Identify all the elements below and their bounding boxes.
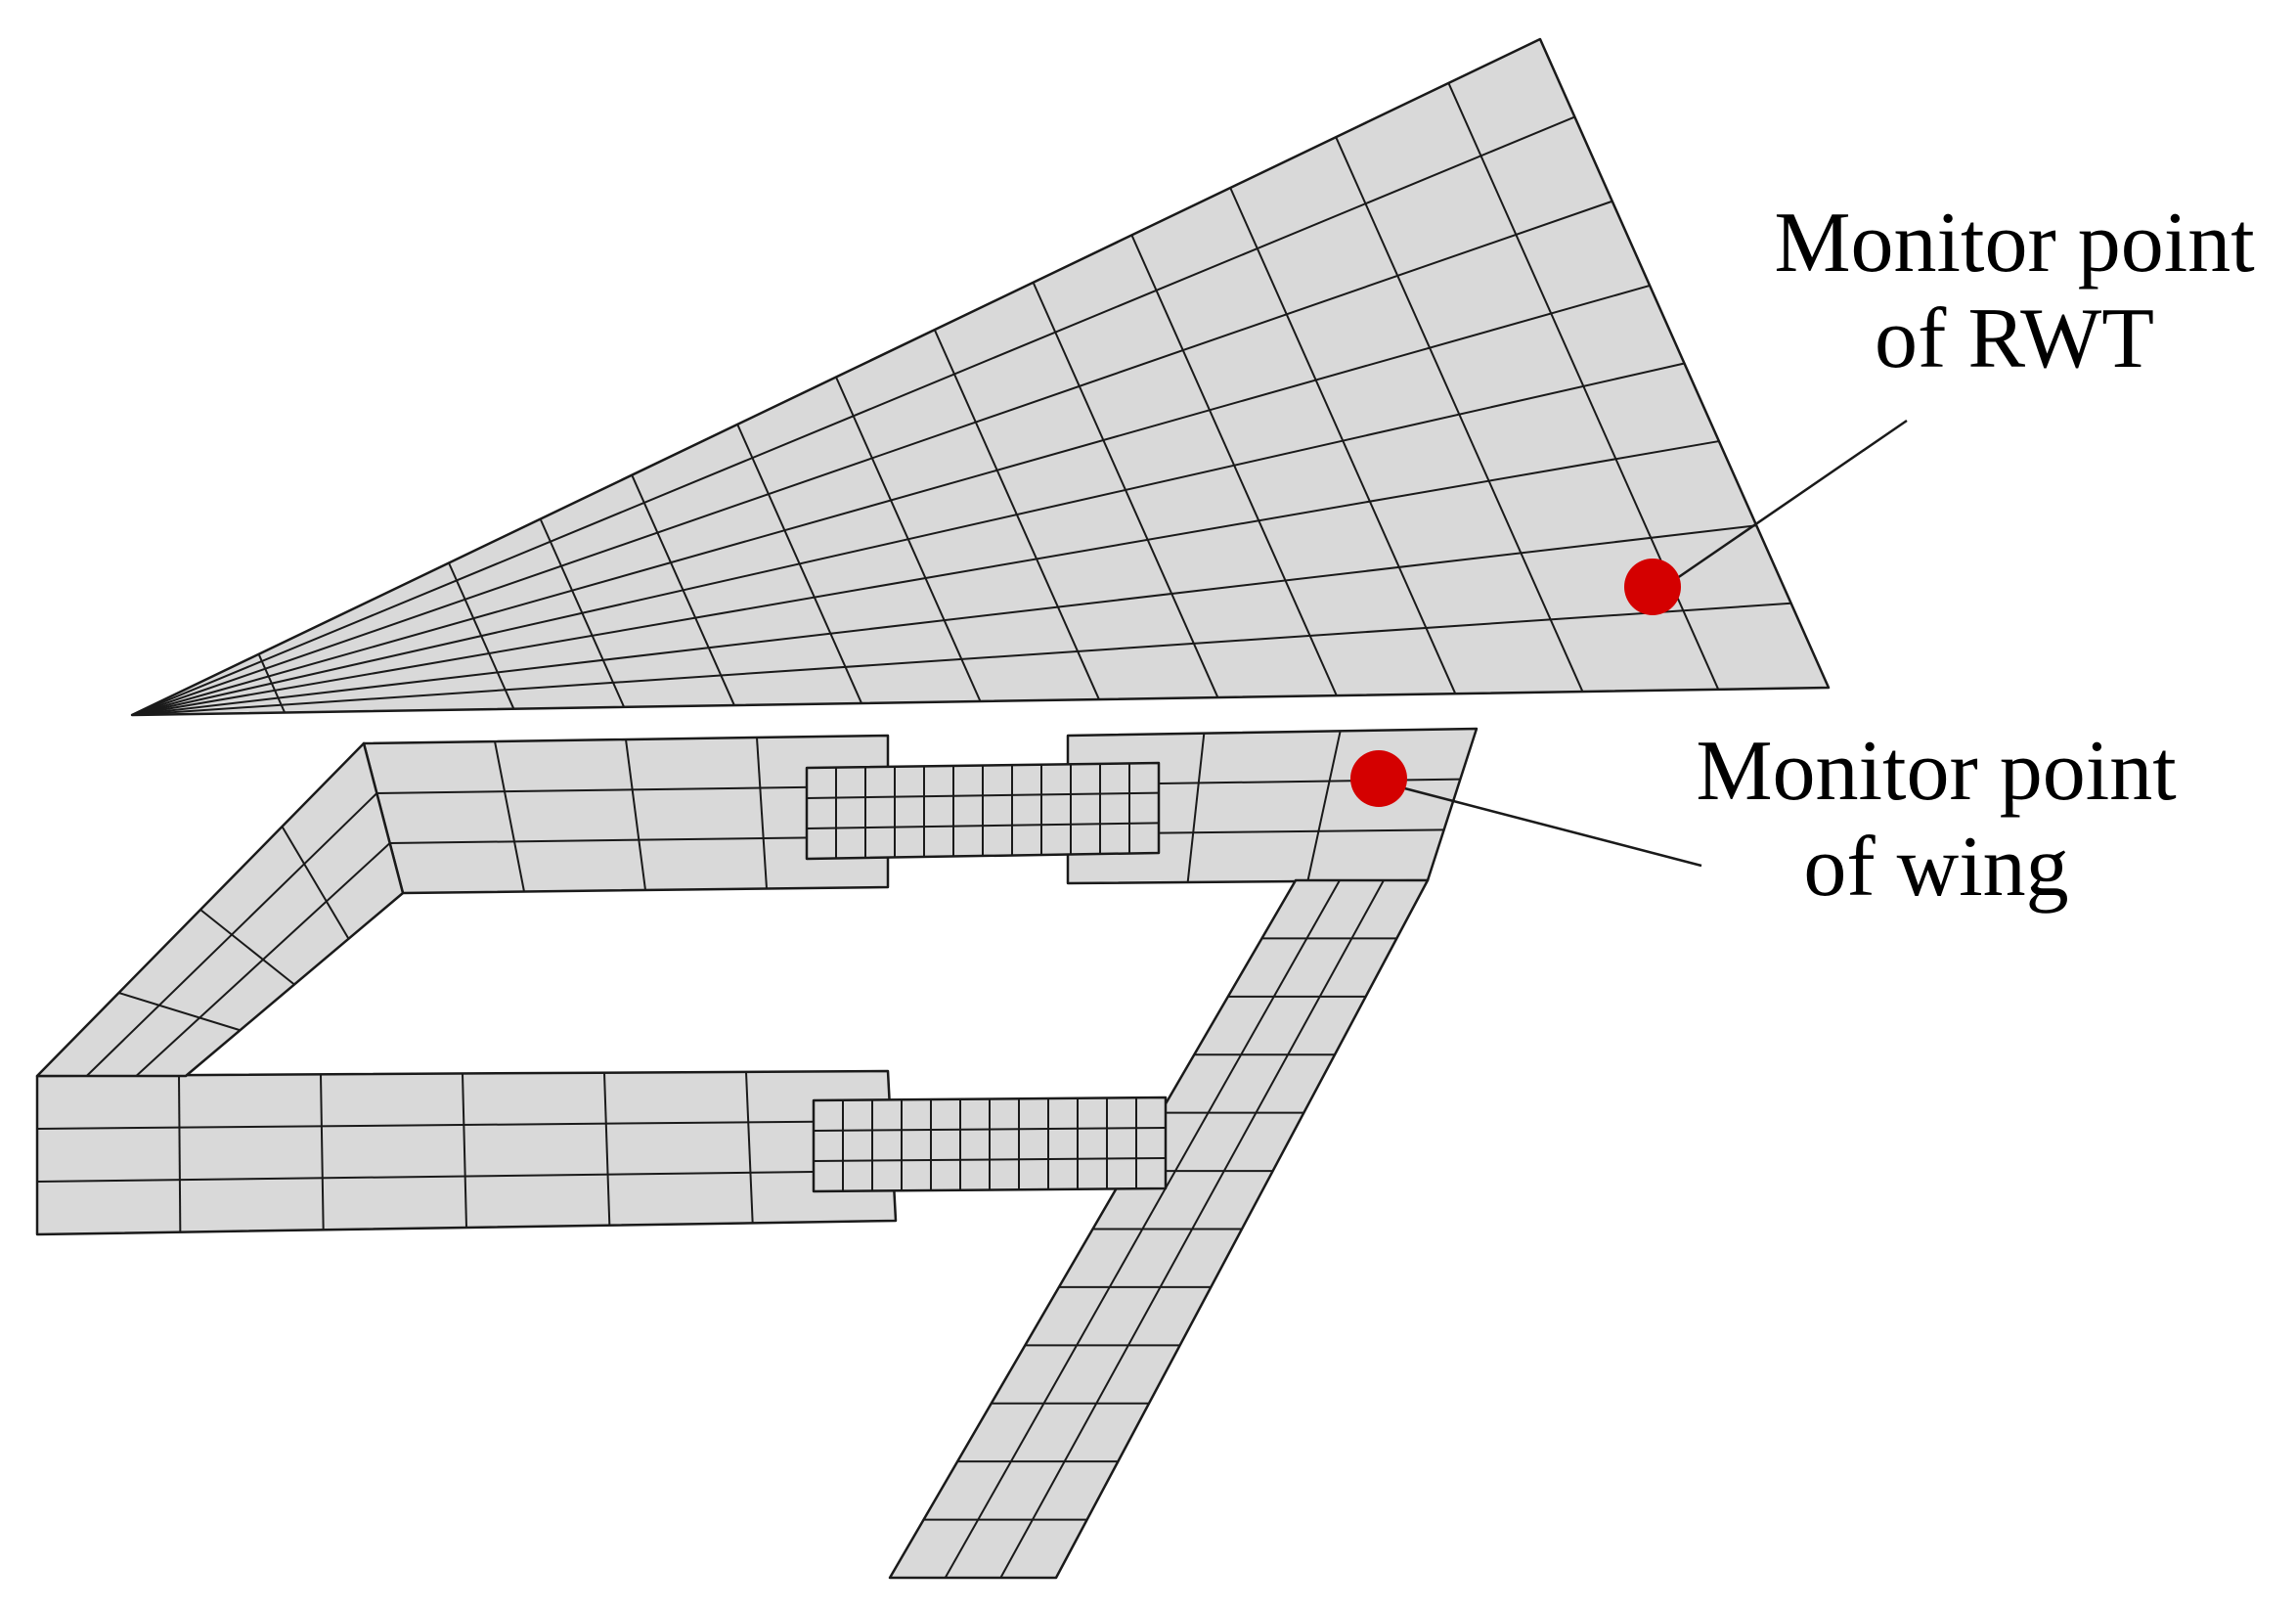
wing-upper-left-panel <box>362 734 890 895</box>
label-monitor-point-wing: Monitor point of wing <box>1662 724 2210 916</box>
wing-left-arm-gridline <box>118 992 241 1032</box>
leader-lines <box>1392 419 1908 868</box>
wing-upper-left-panel-gridline <box>494 740 525 892</box>
wing-lower-bar-gridline <box>36 1170 894 1183</box>
rwt-span-line <box>131 602 1791 716</box>
leader-line-rwt <box>1666 419 1908 587</box>
monitor-point-rwt <box>1624 559 1681 615</box>
wing-lower-bar-gridline <box>745 1071 754 1224</box>
leader-line-wing <box>1392 783 1702 868</box>
wing-connector-upper-gridline <box>806 822 1160 829</box>
wing-left-arm <box>35 741 405 1078</box>
label-rwt-line1: Monitor point <box>1774 196 2255 291</box>
wing-connector-lower-gridline <box>813 1127 1167 1132</box>
rwt-span-line <box>131 440 1720 716</box>
monitor-points <box>1350 559 1681 807</box>
wing-lower-bar-gridline <box>178 1075 182 1232</box>
mesh-panels <box>35 37 1831 1580</box>
wing-connector-upper-gridline <box>806 791 1160 799</box>
wing-upper-left-panel-gridline <box>389 835 889 844</box>
wing-lower-bar-gridline <box>36 1120 891 1130</box>
wing-left-arm-fill <box>35 741 405 1078</box>
wing-upper-left-panel-gridline <box>376 784 889 794</box>
rwt-panel-fill <box>130 37 1831 717</box>
rwt-panel <box>130 37 1831 717</box>
label-wing-line2: of wing <box>1803 820 2069 915</box>
wing-upper-right-panel-gridline <box>1186 733 1206 883</box>
wing-left-arm-gridline <box>281 826 350 940</box>
wing-upper-left-panel-gridline <box>625 738 646 891</box>
wing-connector-lower <box>812 1096 1168 1193</box>
wing-connector-upper <box>805 761 1161 861</box>
wing-upper-left-panel-gridline <box>756 737 768 889</box>
rwt-span-line <box>131 200 1613 716</box>
wing-lower-bar <box>35 1069 898 1236</box>
wing-diagonal-arm <box>888 878 1430 1580</box>
label-monitor-point-rwt: Monitor point of RWT <box>1731 196 2296 387</box>
rwt-span-line <box>131 284 1651 716</box>
label-wing-line1: Monitor point <box>1696 724 2177 819</box>
rwt-span-line <box>131 524 1757 716</box>
label-rwt-line2: of RWT <box>1875 291 2154 386</box>
monitor-point-wing <box>1350 750 1407 807</box>
wing-upper-right-panel-gridline <box>1306 731 1342 882</box>
wing-lower-bar-gridline <box>462 1073 467 1229</box>
rwt-span-line <box>131 362 1685 716</box>
wing-left-arm-gridline <box>199 909 295 986</box>
wing-connector-lower-gridline <box>813 1157 1167 1162</box>
rwt-span-line <box>131 115 1575 716</box>
wing-lower-bar-gridline <box>603 1072 611 1226</box>
wing-lower-bar-gridline <box>320 1074 325 1231</box>
